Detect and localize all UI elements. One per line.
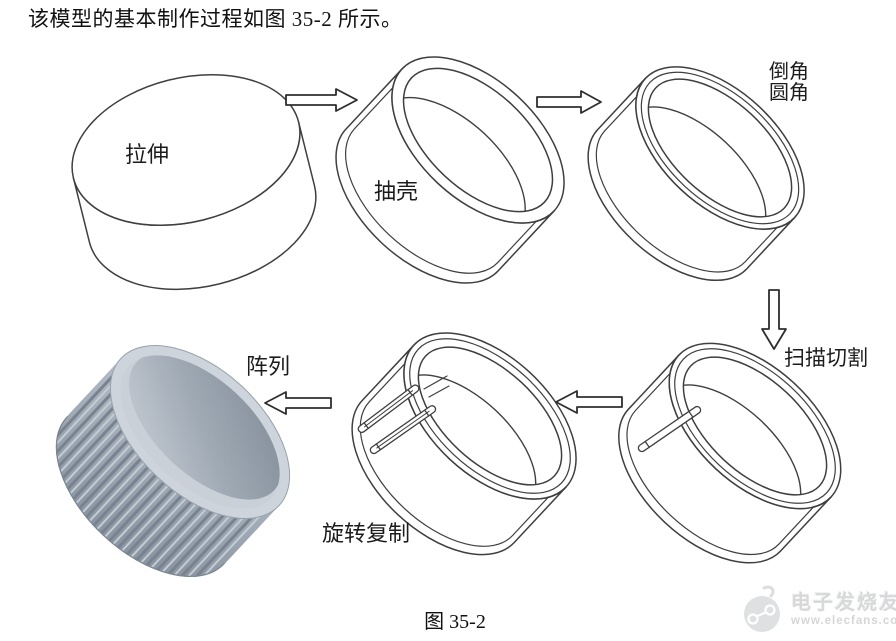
array-knurled-cap-render	[24, 345, 291, 609]
step-label-sweep-cut: 扫描切割	[784, 347, 868, 370]
step-label-rotate-copy: 旋转复制	[322, 521, 411, 546]
watermark-brand: 电子发烧友	[791, 591, 896, 614]
sweep-cut-groove	[637, 405, 702, 453]
arrow-left-1-icon	[555, 390, 623, 414]
elecfans-logo-icon	[744, 585, 780, 632]
watermark: 电子发烧友 www.elecfans.com	[740, 585, 896, 635]
step-label-array: 阵列	[246, 354, 291, 379]
step-label-chamfer-line1: 倒角	[769, 61, 809, 83]
arrow-down-icon	[761, 289, 787, 350]
extrude-cylinder-drawing	[71, 73, 317, 291]
step-label-chamfer-fillet: 倒角 圆角	[769, 62, 809, 104]
knurl-ribs	[24, 359, 277, 609]
arrow-right-1-icon	[285, 88, 358, 112]
arrow-left-2-icon	[264, 391, 332, 415]
shell-ring-drawing	[335, 56, 565, 284]
intro-text: 该模型的基本制作过程如图 35-2 所示。	[28, 7, 403, 31]
sweep-cut-ring-drawing	[618, 342, 842, 564]
step-label-chamfer-line2: 圆角	[769, 82, 809, 104]
arrow-right-2-icon	[536, 90, 602, 114]
step-label-shell: 抽壳	[374, 179, 419, 204]
figure-caption: 图 35-2	[424, 611, 486, 633]
watermark-url: www.elecfans.com	[791, 614, 896, 627]
chamfer-fillet-ring-drawing	[587, 66, 805, 282]
rotate-copy-grooves	[357, 375, 450, 455]
step-label-extrude: 拉伸	[125, 142, 170, 167]
